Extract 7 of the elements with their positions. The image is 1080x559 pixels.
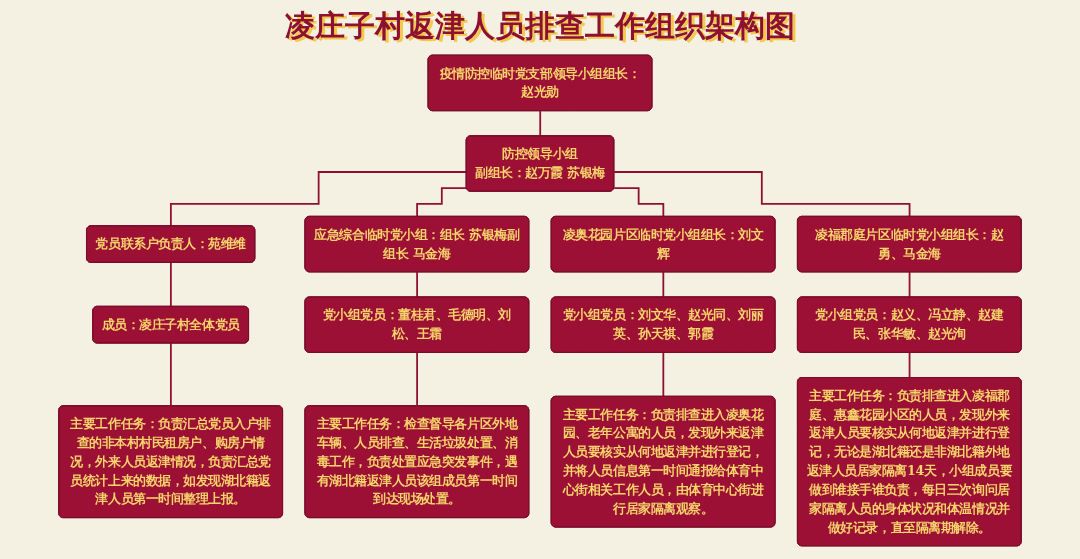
connector bbox=[416, 187, 468, 218]
connector bbox=[613, 187, 665, 218]
title: 凌庄子村返津人员排查工作组织架构图 bbox=[284, 7, 796, 45]
connector bbox=[613, 171, 911, 218]
connector bbox=[908, 352, 911, 379]
connector bbox=[170, 262, 172, 308]
connector bbox=[662, 352, 665, 398]
